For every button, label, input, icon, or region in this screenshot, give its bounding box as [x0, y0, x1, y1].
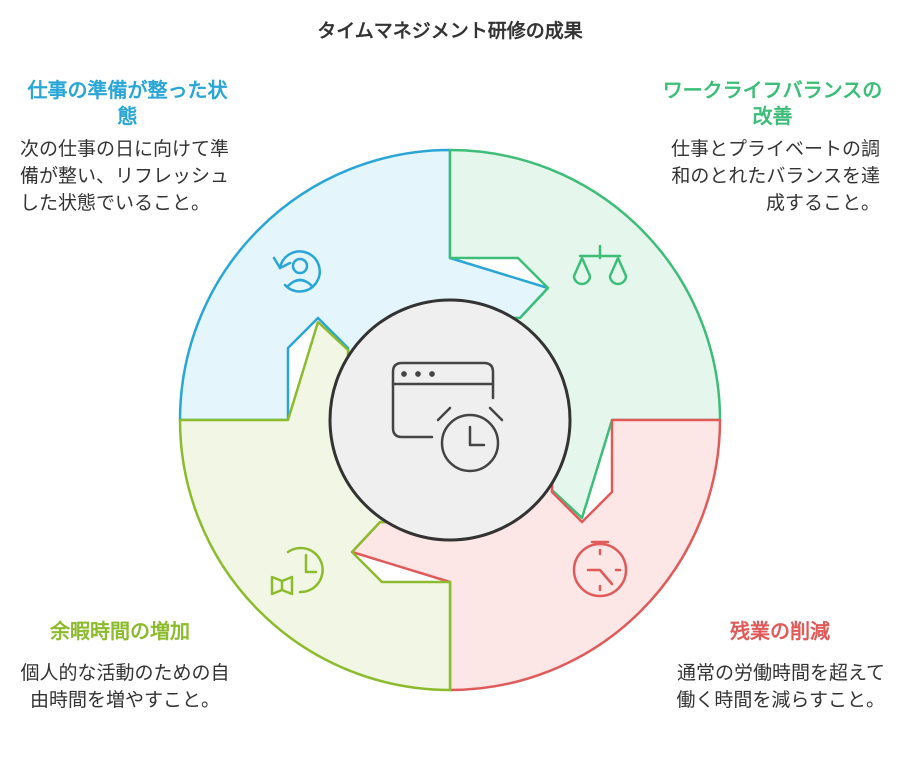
clock-book-icon: [270, 546, 324, 596]
heading-overtime-reduction: 残業の削減: [730, 619, 830, 643]
heading-work-ready: 仕事の準備が整った状態: [27, 78, 228, 128]
description-overtime-reduction: 通常の労働時間を超えて働く時間を減らすこと。: [676, 662, 885, 711]
page-title: タイムマネジメント研修の成果: [317, 20, 583, 42]
balance-scale-icon: [572, 244, 628, 286]
center-circle: [328, 298, 572, 542]
heading-work-life-balance: ワークライフバランスの改善: [662, 78, 883, 128]
refresh-person-icon: [272, 250, 321, 293]
browser-clock-icon: [391, 361, 504, 473]
description-leisure-time: 個人的な活動のための自由時間を増やすこと。: [20, 662, 230, 711]
clock-decrease-icon: [572, 540, 628, 598]
heading-leisure-time: 余暇時間の増加: [50, 619, 190, 643]
description-work-ready: 次の仕事の日に向けて準備が整い、リフレッシュした状態でいること。: [20, 138, 230, 214]
description-work-life-balance: 仕事とプライベートの調和のとれたバランスを達成すること。: [670, 138, 880, 214]
